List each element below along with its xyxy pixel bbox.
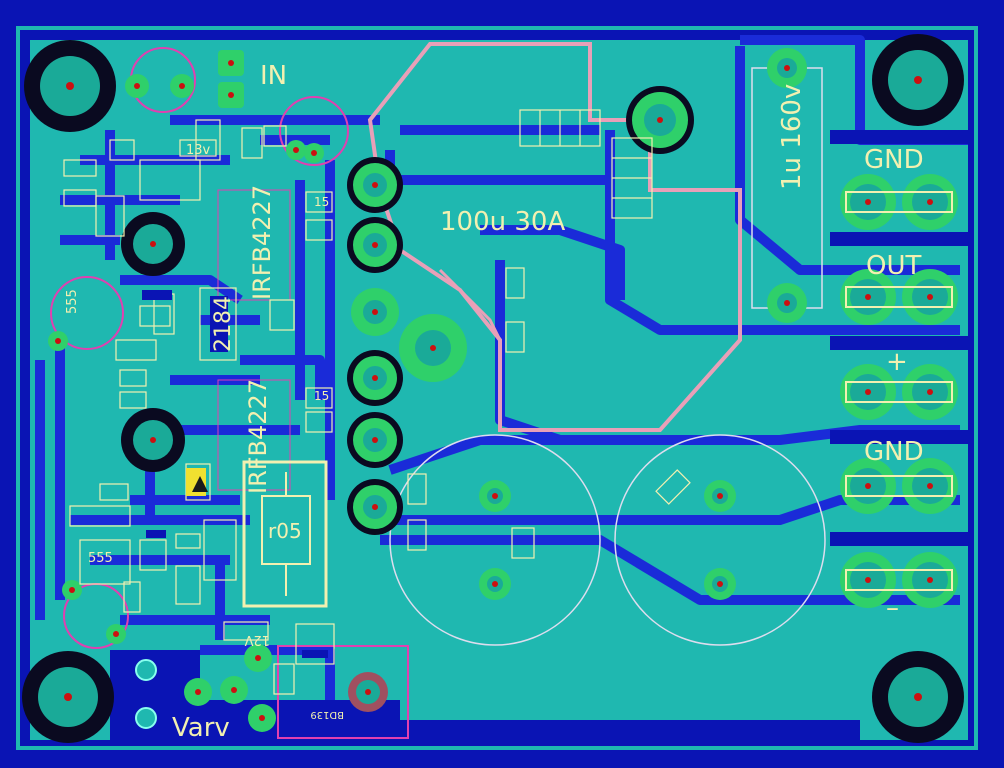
label-ic2: IRFB4227 [244, 379, 272, 494]
mount-hole-tl [24, 40, 116, 132]
label-13v: 13v [186, 143, 211, 158]
terminal-gnd-mid [840, 458, 958, 514]
mount-hole-bl [22, 651, 114, 743]
label-out: OUT [866, 251, 921, 281]
cap-13v-outline [279, 96, 349, 166]
mount-hole-br [872, 651, 964, 743]
board-edge [16, 26, 978, 750]
cap-outline-2 [614, 434, 826, 646]
label-driver: 2184 [211, 296, 236, 352]
small-pads [48, 50, 324, 732]
mosfet-pads [347, 86, 694, 535]
label-in: IN [260, 61, 287, 91]
mosfet2-outline [217, 379, 291, 491]
label-r15-b: 15 [314, 389, 329, 403]
terminal-out [840, 269, 958, 325]
label-timer2: 555 [65, 289, 80, 314]
terminal-pads [840, 174, 958, 608]
terminal-minus [840, 552, 958, 608]
film-cap-pads [767, 48, 807, 323]
mounting-holes [22, 34, 964, 743]
label-varv: Varv [172, 713, 230, 743]
bd139-outline [277, 645, 409, 739]
terminal-isolation [830, 130, 970, 546]
bulk-cap-pads [479, 480, 736, 600]
smd-bodies [142, 290, 328, 658]
smd-components [63, 109, 691, 695]
mount-hole-bd139 [348, 672, 388, 712]
mount-hole-mosfet2 [121, 408, 185, 472]
mount-hole-tr [872, 34, 964, 126]
label-ic1: IRFB4227 [248, 185, 276, 300]
label-gnd-mid: GND [864, 437, 924, 467]
label-gnd-top: GND [864, 145, 924, 175]
label-12v: 12V [244, 632, 270, 647]
label-r15-a: 15 [314, 195, 329, 209]
label-shunt: r05 [268, 519, 302, 543]
mount-hole-mosfet1 [121, 212, 185, 276]
label-plus: + [886, 347, 908, 377]
mosfet1-outline [217, 189, 291, 301]
label-bd139: BD139 [310, 709, 344, 720]
label-cap-main: 100u 30A [440, 207, 565, 237]
cap-outline-1 [389, 434, 601, 646]
terminal-plus [840, 364, 958, 420]
label-cap-film: 1u 160v [777, 84, 807, 190]
heatsink-outline-2 [438, 268, 502, 341]
shunt-outline [242, 460, 328, 608]
label-minus: – [886, 593, 899, 623]
terminal-gnd-top [840, 174, 958, 230]
label-timer1: 555 [88, 551, 113, 566]
cap-left-outline [50, 276, 124, 350]
